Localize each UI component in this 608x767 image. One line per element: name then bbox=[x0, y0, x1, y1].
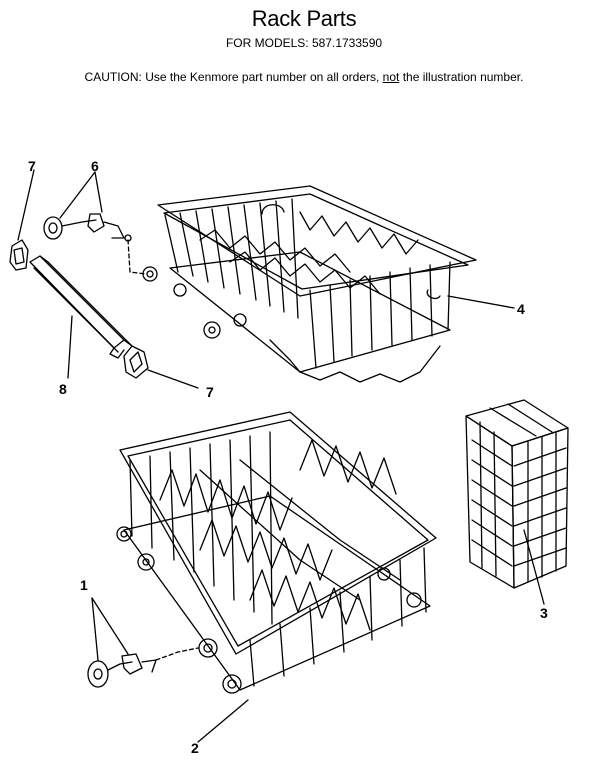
track-rail bbox=[29, 255, 133, 359]
lower-rack bbox=[116, 411, 437, 694]
callout-7-right: 7 bbox=[206, 384, 214, 400]
leader-1a bbox=[91, 597, 99, 661]
leader-4 bbox=[447, 295, 515, 309]
callout-7-top: 7 bbox=[28, 158, 36, 174]
leader-7b bbox=[147, 369, 199, 389]
caution-note: CAUTION: Use the Kenmore part number on … bbox=[0, 70, 608, 84]
leader-6b bbox=[94, 171, 103, 213]
caution-suffix: the illustration number. bbox=[399, 70, 524, 84]
caution-prefix: CAUTION: Use the Kenmore part number on … bbox=[84, 70, 383, 84]
callout-8: 8 bbox=[59, 381, 67, 397]
caution-not: not bbox=[382, 70, 400, 84]
models-line: FOR MODELS: 587.1733590 bbox=[225, 36, 383, 50]
leader-1b bbox=[91, 597, 129, 655]
leader-3 bbox=[523, 529, 545, 605]
end-cap-left bbox=[9, 239, 29, 271]
silverware-basket bbox=[465, 399, 569, 589]
leader-6a bbox=[59, 171, 96, 219]
dashed-guide-upper bbox=[127, 239, 147, 275]
callout-1: 1 bbox=[80, 577, 88, 593]
leader-7a bbox=[17, 169, 35, 241]
page-title: Rack Parts bbox=[251, 6, 357, 31]
upper-rack bbox=[142, 185, 477, 383]
callout-3: 3 bbox=[540, 605, 548, 621]
end-cap-right bbox=[123, 345, 149, 379]
dashed-guide-lower bbox=[155, 647, 199, 661]
leader-2 bbox=[197, 699, 249, 743]
upper-wheel-assembly bbox=[43, 213, 132, 242]
leader-8 bbox=[67, 315, 73, 379]
callout-4: 4 bbox=[517, 301, 525, 317]
callout-6: 6 bbox=[91, 158, 99, 174]
callout-2: 2 bbox=[191, 740, 199, 756]
